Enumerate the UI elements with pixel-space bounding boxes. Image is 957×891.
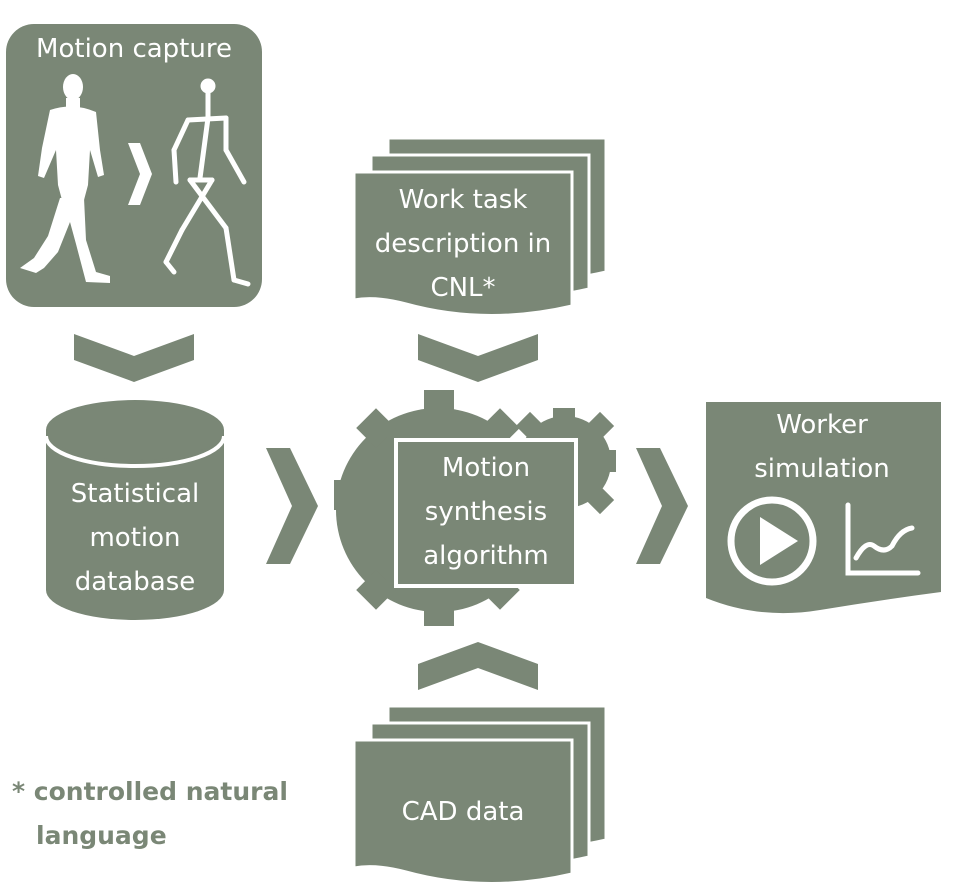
arrow-down-chevron xyxy=(418,334,538,382)
synthesis-label: Motion synthesis algorithm xyxy=(423,453,549,571)
skeleton-figure-icon xyxy=(163,78,251,287)
cad-label: CAD data xyxy=(401,797,525,827)
work-task-label: Work task description in CNL* xyxy=(374,185,552,303)
arrow-right-chevron xyxy=(636,448,688,564)
synthesis-box xyxy=(394,438,578,588)
human-figure-icon xyxy=(20,74,110,283)
worker-simulation-label: Worker simulation xyxy=(754,410,890,484)
line-chart-icon xyxy=(845,502,921,576)
arrow-down-chevron xyxy=(74,334,194,382)
play-icon xyxy=(727,496,817,586)
work-task-document xyxy=(352,136,608,317)
motion-capture-box xyxy=(6,24,262,307)
cad-document xyxy=(352,704,608,885)
arrow-right-chevron xyxy=(266,448,318,564)
worker-simulation-document xyxy=(706,402,941,614)
footnote: * controlled natural language xyxy=(12,777,288,850)
database-cylinder xyxy=(44,400,226,620)
chevron-right-icon xyxy=(128,143,152,205)
arrow-up-chevron xyxy=(418,642,538,690)
motion-capture-title: Motion capture xyxy=(36,34,232,64)
database-label: Statistical motion database xyxy=(70,479,200,597)
